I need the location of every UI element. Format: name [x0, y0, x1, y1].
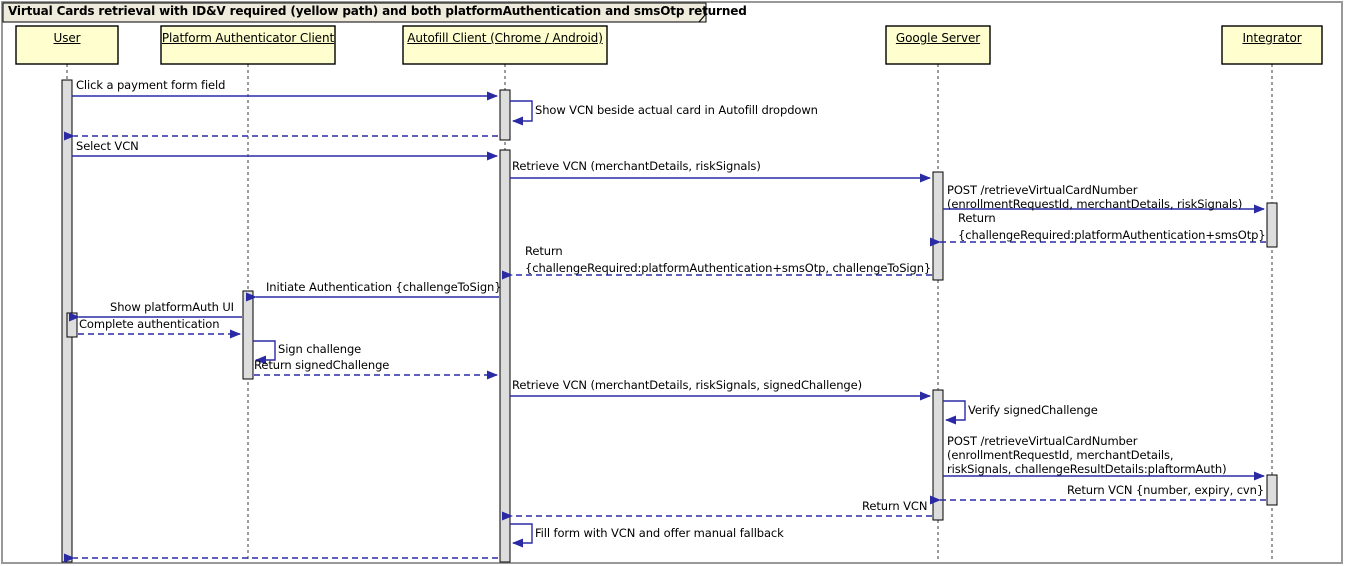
- message-label-return-signed-challenge: Return signedChallenge: [254, 358, 390, 372]
- activation-google-1: [932, 171, 944, 281]
- message-label-retrieve-vcn-2: Retrieve VCN (merchantDetails, riskSigna…: [512, 378, 862, 392]
- message-arrow-verify-signed-challenge-self: [943, 400, 966, 425]
- message-label-return-challenge-to-sign-line1: Return: [525, 244, 563, 258]
- message-label-show-vcn-dropdown: Show VCN beside actual card in Autofill …: [535, 103, 818, 117]
- message-label-post-retrieve-vcn-2-line1: POST /retrieveVirtualCardNumber: [947, 434, 1138, 448]
- participant-box-integrator: [1221, 25, 1323, 65]
- message-label-post-retrieve-vcn-1-line1: POST /retrieveVirtualCardNumber: [947, 183, 1138, 197]
- message-label-post-retrieve-vcn-2-line2: (enrollmentRequestId, merchantDetails,: [947, 448, 1174, 462]
- message-label-sign-challenge: Sign challenge: [278, 342, 362, 356]
- message-label-return-challenge-required-line1: Return: [958, 211, 996, 225]
- activation-integrator-1: [1266, 202, 1278, 248]
- activation-platform-auth: [242, 290, 254, 380]
- message-arrow-sign-challenge-self: [253, 340, 276, 365]
- message-arrow-fill-form-self: [510, 523, 533, 548]
- activation-autofill-1: [499, 89, 511, 141]
- message-arrow-show-vcn-self: [510, 100, 533, 126]
- participant-label-integrator: Integrator: [1242, 31, 1302, 45]
- messages: User : return (no label) --> Google : Re…: [64, 91, 1266, 563]
- participant-label-autofill-client: Autofill Client (Chrome / Android): [407, 31, 603, 45]
- diagram-title: Virtual Cards retrieval with ID&V requir…: [8, 4, 747, 18]
- message-label-return-challenge-required-line2: {challengeRequired:platformAuthenticatio…: [958, 228, 1266, 242]
- participant-boxes: [15, 25, 1323, 65]
- message-label-complete-authentication: Complete authentication: [79, 317, 220, 331]
- message-label-select-vcn: Select VCN: [76, 139, 139, 153]
- activation-autofill-2: [499, 149, 511, 563]
- participant-box-autofill-client: [402, 25, 608, 65]
- message-label-return-vcn-details: Return VCN {number, expiry, cvn}: [1067, 483, 1265, 497]
- activation-user-auth: [66, 312, 78, 338]
- activation-google-2: [932, 389, 944, 521]
- message-label-fill-form-fallback: Fill form with VCN and offer manual fall…: [535, 526, 784, 540]
- activation-integrator-2: [1266, 474, 1278, 506]
- participant-box-platform-authenticator-client: [160, 25, 336, 65]
- participant-label-google-server: Google Server: [895, 31, 981, 45]
- participant-box-user: [15, 25, 119, 65]
- message-label-initiate-authentication: Initiate Authentication {challengeToSign…: [266, 280, 502, 294]
- message-label-post-retrieve-vcn-2-line3: riskSignals, challengeResultDetails:plaf…: [947, 462, 1227, 476]
- message-label-retrieve-vcn-1: Retrieve VCN (merchantDetails, riskSigna…: [512, 159, 761, 173]
- message-label-return-challenge-to-sign-line2: {challengeRequired:platformAuthenticatio…: [525, 261, 932, 275]
- message-label-post-retrieve-vcn-1-line2: (enrollmentRequestId, merchantDetails, r…: [947, 197, 1243, 211]
- message-label-return-vcn: Return VCN: [862, 499, 928, 513]
- message-label-show-platformauth-ui: Show platformAuth UI: [110, 300, 234, 314]
- title-banner: [2, 2, 707, 23]
- message-label-click-payment-form-field: Click a payment form field: [76, 78, 226, 92]
- participant-box-google-server: [885, 25, 991, 65]
- participant-label-user: User: [53, 31, 81, 45]
- message-label-verify-signed-challenge: Verify signedChallenge: [968, 403, 1098, 417]
- participant-label-platform-authenticator-client: Platform Authenticator Client: [161, 31, 335, 45]
